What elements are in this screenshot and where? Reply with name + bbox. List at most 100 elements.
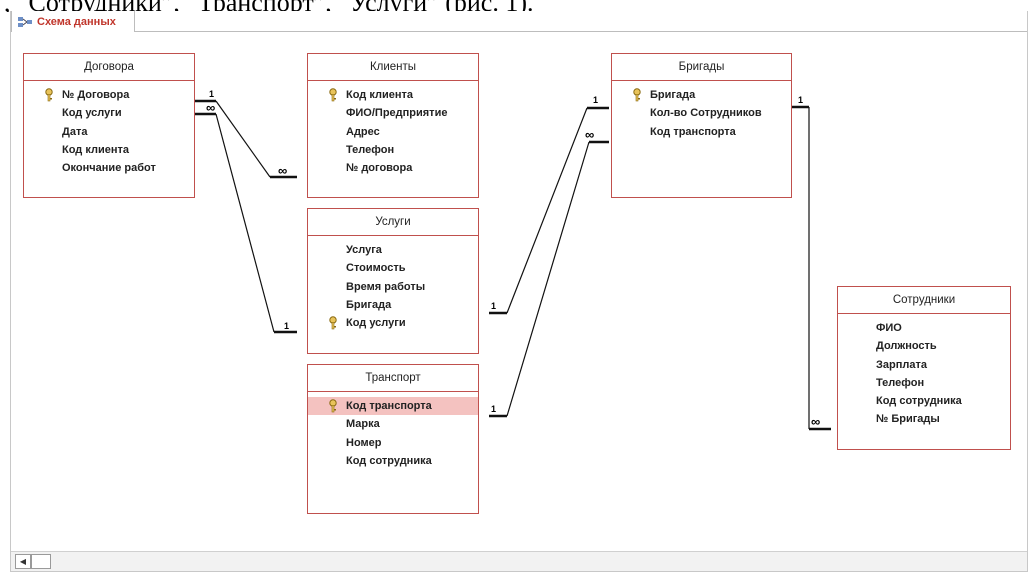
field-item[interactable]: Код сотрудника: [308, 452, 478, 470]
field-name: № договора: [346, 162, 413, 175]
field-item[interactable]: Услуга: [308, 241, 478, 259]
field-item[interactable]: Марка: [308, 415, 478, 433]
table-title: Бригады: [612, 54, 791, 81]
relationships-window: Схема данных: [10, 11, 1028, 572]
field-name: Окончание работ: [62, 162, 156, 175]
primary-key-icon: [633, 88, 641, 102]
relationship-brigady-sotrudniki[interactable]: [791, 105, 831, 431]
field-list: Код транспорта Марка Номер Код сотрудник…: [308, 392, 478, 470]
tab-relationships[interactable]: Схема данных: [11, 11, 135, 33]
field-name: Код сотрудника: [876, 395, 962, 408]
field-item[interactable]: Код клиента: [24, 141, 194, 159]
field-name: Стоимость: [346, 262, 406, 275]
relationship-uslugi-brigady[interactable]: [489, 106, 609, 315]
table-title: Клиенты: [308, 54, 478, 81]
field-name: Зарплата: [876, 358, 927, 371]
field-name: № Бригады: [876, 413, 940, 426]
tab-bar: Схема данных: [11, 11, 1027, 33]
cardinality-label: ∞: [278, 163, 287, 178]
field-item[interactable]: Номер: [308, 434, 478, 452]
table-title: Услуги: [308, 209, 478, 236]
field-item[interactable]: № договора: [308, 159, 478, 177]
table-klienty[interactable]: Клиенты Код клиента ФИО/Предприятие Адре…: [307, 53, 479, 198]
field-item[interactable]: Зарплата: [838, 356, 1010, 374]
field-name: Номер: [346, 436, 382, 449]
field-item[interactable]: ФИО/Предприятие: [308, 104, 478, 122]
field-name: Кол-во Сотрудников: [650, 107, 762, 120]
field-list: Код клиента ФИО/Предприятие Адрес Телефо…: [308, 81, 478, 177]
scroll-thumb[interactable]: [31, 554, 51, 569]
field-item[interactable]: Окончание работ: [24, 159, 194, 177]
field-name: Услуга: [346, 244, 382, 256]
table-transport[interactable]: Транспорт Код транспорта Марка Номер Код…: [307, 364, 479, 514]
field-item[interactable]: Код транспорта: [612, 123, 791, 141]
cardinality-label: 1: [798, 95, 803, 105]
primary-key-icon: [329, 399, 337, 413]
field-name: Адрес: [346, 125, 380, 138]
scroll-left-arrow-icon[interactable]: ◀: [15, 554, 31, 569]
field-name: Телефон: [876, 376, 925, 389]
primary-key-icon: [329, 316, 337, 330]
field-list: ФИО Должность Зарплата Телефон Код сотру…: [838, 314, 1010, 429]
field-name: Код услуги: [62, 107, 122, 120]
cardinality-label: ∞: [811, 414, 820, 429]
cardinality-label: 1: [491, 404, 496, 414]
document-caption-text: , “Сотрудники”, “Транспорт”, “Услуги” (р…: [0, 0, 1031, 12]
table-uslugi[interactable]: Услуги Услуга Стоимость Время работы Бри…: [307, 208, 479, 354]
field-item[interactable]: Телефон: [308, 141, 478, 159]
table-sotrudniki[interactable]: Сотрудники ФИО Должность Зарплата Телефо…: [837, 286, 1011, 450]
table-title: Сотрудники: [838, 287, 1010, 314]
relationship-lines: 1 ∞ ∞ 1 1 1 1 ∞ 1 ∞: [194, 89, 831, 431]
field-item[interactable]: № Договора: [24, 86, 194, 104]
field-name: Должность: [876, 340, 937, 353]
field-list: № Договора Код услуги Дата Код клиента О…: [24, 81, 194, 177]
field-name: Код услуги: [346, 317, 406, 330]
field-item[interactable]: № Бригады: [838, 410, 1010, 428]
field-name: № Договора: [62, 89, 130, 101]
field-item[interactable]: Код сотрудника: [838, 392, 1010, 410]
field-item[interactable]: Адрес: [308, 123, 478, 141]
field-item[interactable]: Дата: [24, 123, 194, 141]
field-item[interactable]: Код услуги: [24, 104, 194, 122]
field-name: Телефон: [346, 143, 395, 156]
field-name: Код транспорта: [346, 400, 432, 412]
diagram-canvas: 1 ∞ ∞ 1 1 1 1 ∞ 1 ∞ Договора № Догово: [11, 32, 1027, 550]
field-item[interactable]: Стоимость: [308, 259, 478, 277]
cardinality-label: ∞: [585, 127, 594, 142]
field-item[interactable]: Кол-во Сотрудников: [612, 104, 791, 122]
field-item[interactable]: Код услуги: [308, 314, 478, 332]
cardinality-label: 1: [209, 89, 214, 99]
field-name: Код клиента: [62, 143, 129, 156]
relationship-transport-brigady[interactable]: [489, 140, 609, 418]
cardinality-label: 1: [593, 95, 598, 105]
horizontal-scrollbar[interactable]: ◀: [11, 551, 1027, 571]
field-item-selected[interactable]: Код транспорта: [308, 397, 478, 416]
field-name: Марка: [346, 418, 380, 431]
field-name: Код сотрудника: [346, 454, 432, 467]
field-name: ФИО/Предприятие: [346, 107, 448, 120]
field-name: Время работы: [346, 280, 426, 293]
primary-key-icon: [45, 88, 53, 102]
relationship-dogovora-uslugi[interactable]: [194, 112, 297, 334]
primary-key-icon: [329, 88, 337, 102]
cardinality-label: ∞: [206, 100, 215, 115]
field-name: Код клиента: [346, 89, 413, 101]
field-item[interactable]: Телефон: [838, 374, 1010, 392]
field-name: Бригада: [346, 298, 392, 311]
cardinality-label: 1: [491, 301, 496, 311]
field-item[interactable]: Время работы: [308, 278, 478, 296]
field-item[interactable]: Код клиента: [308, 86, 478, 104]
field-name: Дата: [62, 125, 88, 138]
table-brigady[interactable]: Бригады Бригада Кол-во Сотрудников Код т…: [611, 53, 792, 198]
field-item[interactable]: Должность: [838, 337, 1010, 355]
relationship-dogovora-klienty[interactable]: [194, 99, 297, 179]
field-list: Услуга Стоимость Время работы Бригада Ко…: [308, 236, 478, 332]
field-item[interactable]: Бригада: [308, 296, 478, 314]
field-item[interactable]: Бригада: [612, 86, 791, 104]
table-title: Договора: [24, 54, 194, 81]
relationships-icon: [18, 16, 32, 27]
field-item[interactable]: ФИО: [838, 319, 1010, 337]
tab-label: Схема данных: [37, 15, 116, 28]
field-name: Код транспорта: [650, 125, 736, 138]
table-dogovora[interactable]: Договора № Договора Код услуги Дата Код …: [23, 53, 195, 198]
